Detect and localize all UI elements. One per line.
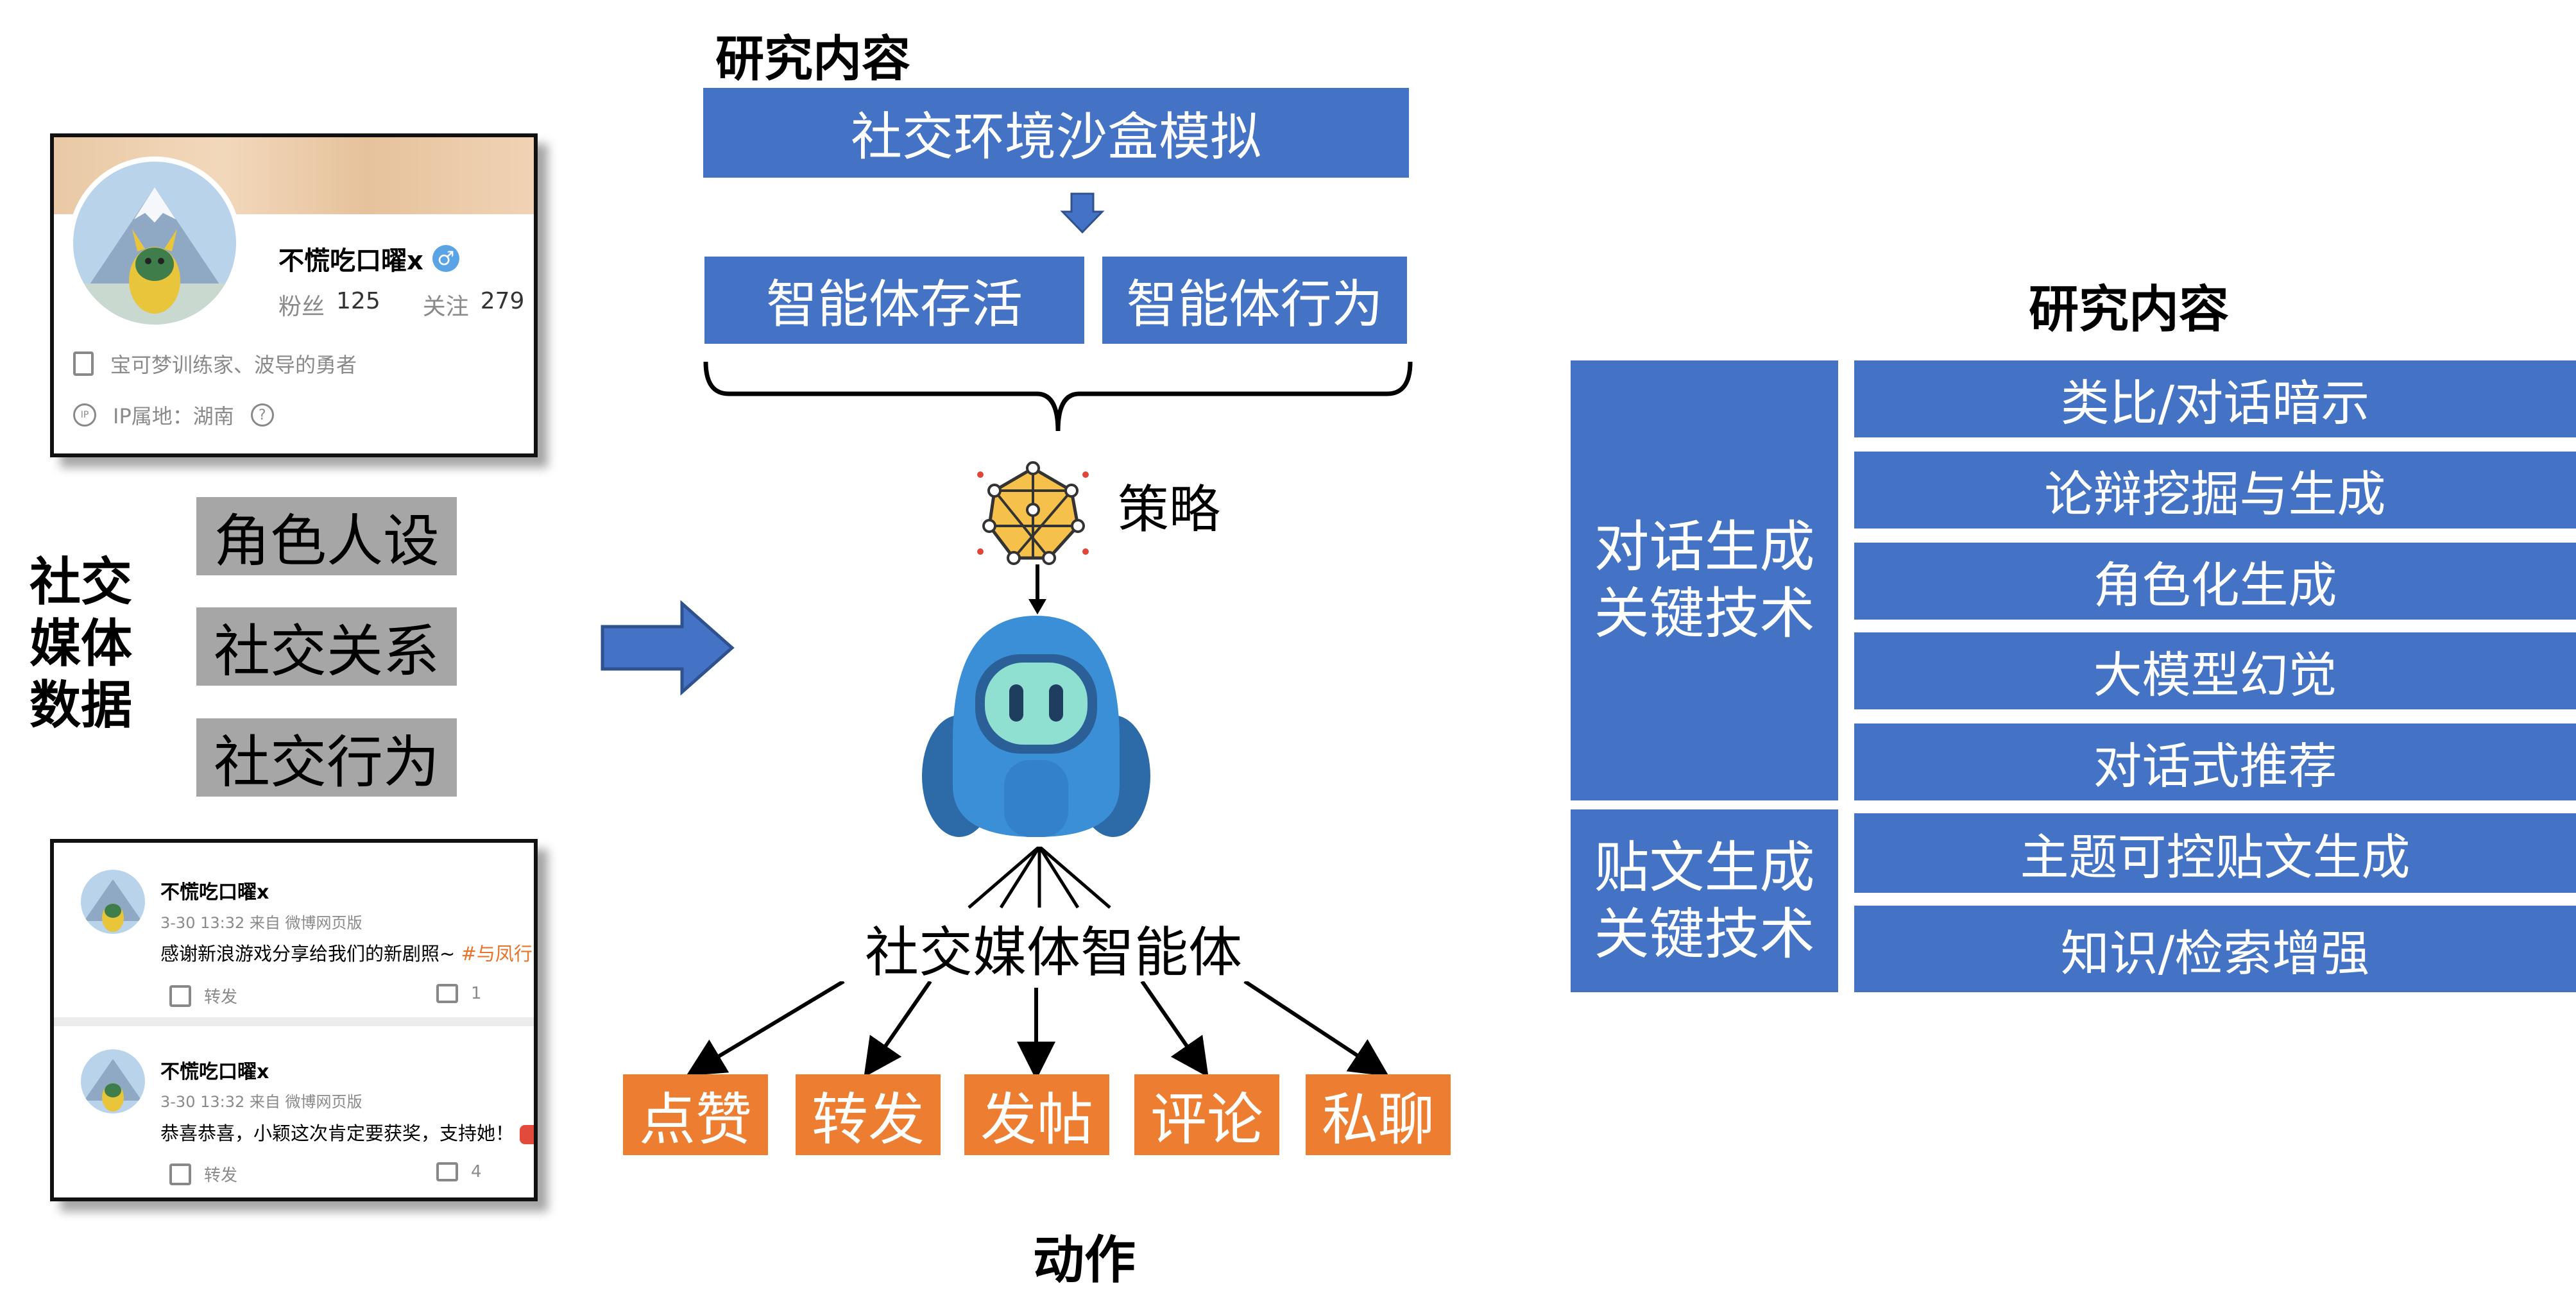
post-divider [54, 1017, 534, 1026]
item-role-generation: 角色化生成 [1854, 543, 2576, 620]
item-topic-controlled: 主题可控贴文生成 [1854, 813, 2576, 893]
post-avatar [81, 1049, 145, 1113]
bracket [703, 361, 1413, 432]
follow-label: 关注 [422, 294, 469, 320]
repost-label[interactable]: 转发 [204, 988, 238, 1007]
center-title: 研究内容 [715, 30, 910, 87]
down-arrow-icon [1060, 192, 1105, 234]
post-text: 恭喜恭喜，小颖这次肯定要获奖，支持她！ [160, 1119, 534, 1146]
help-icon[interactable]: ? [250, 403, 274, 427]
item-llm-hallucination: 大模型幻觉 [1854, 632, 2576, 709]
repost-icon[interactable] [169, 985, 191, 1007]
post-username[interactable]: 不慌吃口曜x [160, 881, 269, 904]
social-data-label: 社交 媒体 数据 [30, 552, 132, 735]
group-dialog-label: 对话生成 关键技术 [1571, 360, 1838, 800]
tag-persona: 角色人设 [196, 497, 457, 575]
post-item: 不慌吃口曜x 3-30 13:32 来自 微博网页版 恭喜恭喜，小颖这次肯定要获… [54, 1026, 534, 1197]
flow-right-arrow [601, 600, 735, 696]
fans-label: 粉丝 [278, 294, 325, 320]
post-hashtag[interactable]: #与凤行# [461, 943, 534, 965]
gender-male-icon: ♂ [432, 245, 459, 272]
action-comment: 评论 [1134, 1074, 1279, 1155]
right-title: 研究内容 [2029, 281, 2230, 339]
post-avatar [81, 870, 145, 934]
fans-count[interactable]: 125 [336, 288, 380, 314]
item-conversational-rec: 对话式推荐 [1854, 723, 2576, 800]
post-item: 不慌吃口曜x 3-30 13:32 来自 微博网页版 感谢新浪游戏分享给我们的新… [54, 843, 534, 1017]
strategy-down-arrow [1028, 564, 1046, 614]
comment-icon[interactable] [436, 984, 458, 1003]
repost-icon[interactable] [169, 1163, 191, 1185]
strategy-brain-icon [977, 461, 1089, 565]
comment-icon[interactable] [436, 1162, 458, 1181]
follow-count[interactable]: 279 [480, 288, 525, 314]
action-arrows [687, 981, 1390, 1078]
item-argument-mining: 论辩挖掘与生成 [1854, 452, 2576, 529]
actions-title: 动作 [1033, 1230, 1136, 1290]
comment-count[interactable]: 4 [471, 1162, 482, 1181]
item-retrieval-augment: 知识/检索增强 [1854, 906, 2576, 992]
profile-bio: 宝可梦训练家、波导的勇者 [110, 353, 357, 377]
action-like: 点赞 [623, 1074, 768, 1155]
post-text: 感谢新浪游戏分享给我们的新剧照~ #与凤行# [160, 939, 534, 966]
sandbox-box: 社交环境沙盒模拟 [703, 88, 1409, 178]
posts-card: 不慌吃口曜x 3-30 13:32 来自 微博网页版 感谢新浪游戏分享给我们的新… [50, 839, 538, 1201]
tag-behavior: 社交行为 [196, 718, 457, 797]
document-icon [73, 351, 94, 376]
action-repost: 转发 [796, 1074, 941, 1155]
behavior-box: 智能体行为 [1102, 257, 1407, 344]
agent-label: 社交媒体智能体 [865, 921, 1243, 984]
repost-label[interactable]: 转发 [204, 1166, 238, 1185]
avatar [68, 156, 241, 330]
item-analogy-dialog: 类比/对话暗示 [1854, 360, 2576, 437]
comment-count[interactable]: 1 [471, 984, 482, 1003]
action-post: 发帖 [964, 1074, 1109, 1155]
strategy-label: 策略 [1118, 480, 1220, 539]
ip-location-text: IP属地：湖南 [113, 404, 234, 428]
group-post-label: 贴文生成 关键技术 [1571, 809, 1838, 992]
profile-card: 不慌吃口曜x ♂ 粉丝 125 关注 279 宝可梦训练家、波导的勇者 IP I… [50, 133, 538, 457]
tag-relationship: 社交关系 [196, 607, 457, 686]
post-username[interactable]: 不慌吃口曜x [160, 1061, 269, 1083]
profile-username[interactable]: 不慌吃口曜x [278, 246, 423, 276]
emoji-icon [520, 1125, 534, 1144]
survival-box: 智能体存活 [704, 257, 1084, 344]
post-meta: 3-30 13:32 来自 微博网页版 [160, 1093, 363, 1111]
agent-roots [968, 847, 1111, 909]
action-private-chat: 私聊 [1306, 1074, 1451, 1155]
ip-location-icon: IP [73, 403, 96, 427]
post-meta: 3-30 13:32 来自 微博网页版 [160, 914, 363, 932]
robot-agent-icon [922, 616, 1150, 837]
